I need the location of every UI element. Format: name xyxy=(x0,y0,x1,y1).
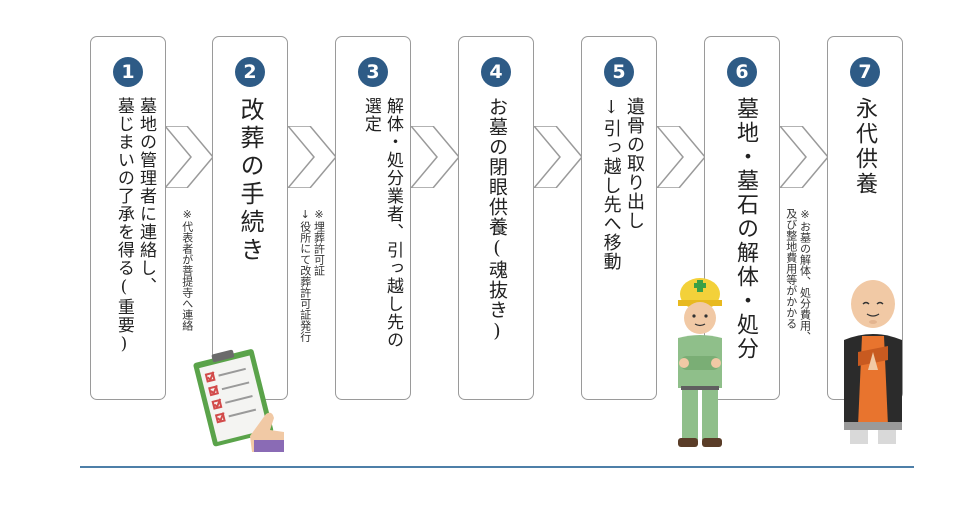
step-number-badge: 5 xyxy=(604,57,634,87)
step-card-2: 2 改葬の手続き xyxy=(212,36,288,400)
step-5-text: 遺骨の取り出し ↓引っ越し先へ移動 xyxy=(600,97,645,271)
note-1: ※代表者が菩提寺へ連絡 xyxy=(180,208,194,331)
step-4-text: お墓の閉眼供養(魂抜き) xyxy=(486,97,508,343)
step-number-badge: 3 xyxy=(358,57,388,87)
arrow-1-2 xyxy=(165,126,214,188)
step-number-badge: 4 xyxy=(481,57,511,87)
step-number-badge: 2 xyxy=(235,57,265,87)
bottom-divider xyxy=(80,466,914,468)
clipboard-checklist-icon xyxy=(193,349,284,452)
step-2-text: 改葬の手続き xyxy=(236,97,264,265)
note-2: ※埋葬許可証 ↓役所にて改葬許可証発行 xyxy=(298,208,326,342)
arrow-4-5 xyxy=(534,126,583,188)
arrow-2-3 xyxy=(288,126,337,188)
step-6-text: 墓地・墓石の解体・処分 xyxy=(733,97,758,361)
step-card-4: 4 お墓の閉眼供養(魂抜き) xyxy=(458,36,534,400)
buddhist-monk-icon xyxy=(844,280,902,444)
step-card-1: 1 墓地の管理者に連絡し、 墓じまいの了承を得る(重要) xyxy=(90,36,166,400)
step-number-badge: 6 xyxy=(727,57,757,87)
step-number-badge: 7 xyxy=(850,57,880,87)
step-card-3: 3 解体・処分業者、引っ越し先の 選定 xyxy=(335,36,411,400)
arrow-6-7 xyxy=(780,126,829,188)
step-card-5: 5 遺骨の取り出し ↓引っ越し先へ移動 xyxy=(581,36,657,400)
step-1-text: 墓地の管理者に連絡し、 墓じまいの了承を得る(重要) xyxy=(113,97,156,355)
step-3-text: 解体・処分業者、引っ越し先の 選定 xyxy=(360,97,403,349)
arrow-5-6 xyxy=(657,126,706,188)
arrow-3-4 xyxy=(411,126,460,188)
construction-worker-icon xyxy=(678,278,722,447)
step-7-text: 永代供養 xyxy=(852,97,877,197)
note-3: ※お墓の解体、処分費用、 及び整地費用等がかかる xyxy=(784,208,812,342)
step-number-badge: 1 xyxy=(113,57,143,87)
